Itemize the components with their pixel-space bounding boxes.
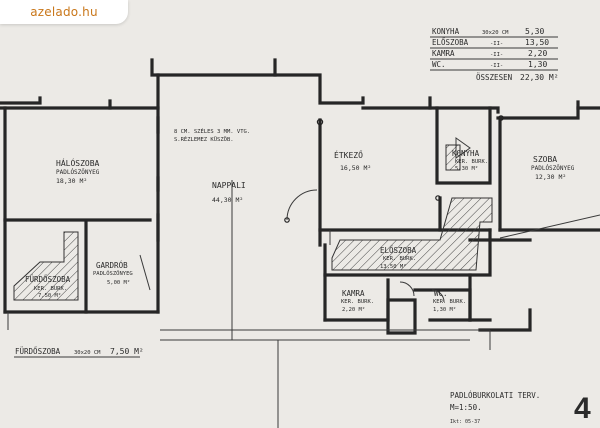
room-szoba-floor: PADLÓSZŐNYEG — [531, 165, 575, 172]
room-eloszoba-area: 13,50 M² — [380, 263, 407, 270]
watermark-badge[interactable]: azelado.hu — [0, 0, 128, 24]
room-kamra-name: KAMRA — [342, 289, 365, 298]
room-szoba-name: SZOBA — [533, 155, 557, 164]
bottom-legend: FÜRDŐSZOBA 30x20 CM 7,50 M² — [14, 347, 144, 358]
room-wc-floor: KER. BURK. — [433, 299, 466, 305]
room-eloszoba: ELŐSZOBA KER. BURK. 13,50 M² — [380, 246, 417, 270]
sheet-number: 4 — [574, 392, 591, 425]
room-haloszoba: HÁLÓSZOBA PADLÓSZŐNYEG 18,30 M² — [56, 157, 100, 185]
room-kamra-floor: KER. BURK. — [341, 299, 374, 305]
watermark-text: azelado.hu — [30, 5, 98, 19]
threshold-note-line-1: 8 CM. SZÉLES 3 MM. VTG. — [174, 127, 250, 135]
legend-row-1-size: 30x20 CM — [482, 30, 509, 36]
room-furdoszoba-floor: KER. BURK. — [34, 286, 67, 292]
room-kamra-area: 2,20 M² — [342, 306, 365, 313]
title-line-1: PADLÓBURKOLATI TERV. — [450, 391, 540, 400]
legend-row-4-size: -II- — [490, 63, 503, 69]
room-konyha-name: KONYHA — [452, 149, 480, 158]
room-konyha-floor: KER. BURK. — [455, 159, 488, 165]
bottom-legend-size: 30x20 CM — [74, 350, 101, 356]
room-furdoszoba-name: FÜRDŐSZOBA — [25, 275, 71, 284]
room-furdoszoba-area: 7,50 M² — [38, 292, 61, 299]
legend-row-2-area: 13,50 — [525, 38, 549, 47]
room-haloszoba-floor: PADLÓSZŐNYEG — [56, 169, 100, 176]
room-etkezo-name: ÉTKEZŐ — [334, 149, 363, 160]
walls — [0, 58, 600, 335]
legend-row-1-area: 5,30 — [525, 27, 544, 36]
room-szoba-area: 12,30 M² — [535, 173, 566, 181]
room-eloszoba-name: ELŐSZOBA — [380, 246, 417, 255]
legend-total-value: 22,30 M² — [520, 73, 559, 82]
room-wc-name: WC. — [434, 289, 448, 298]
room-eloszoba-floor: KER. BURK. — [383, 256, 416, 262]
room-nappali-area: 44,30 M² — [212, 196, 243, 204]
legend-row-3-size: -II- — [490, 52, 503, 58]
legend-row-4-name: WC. — [432, 60, 446, 69]
thin-lines — [7, 115, 600, 428]
room-haloszoba-name: HÁLÓSZOBA — [56, 157, 100, 168]
room-wc-area: 1,30 M² — [433, 306, 456, 313]
tiled-areas — [13, 144, 493, 301]
bottom-legend-name: FÜRDŐSZOBA — [15, 347, 61, 356]
room-konyha-area: 5,30 M² — [455, 165, 478, 172]
room-gardrob-name: GARDRÓB — [96, 261, 128, 270]
legend-row-3-area: 2,20 — [528, 49, 547, 58]
title-block: PADLÓBURKOLATI TERV. M=1:50. Ikt: 05-37 … — [450, 391, 591, 425]
legend-row-2-name: ELŐSZOBA — [432, 38, 469, 47]
legend-row-4-area: 1,30 — [528, 60, 547, 69]
room-haloszoba-area: 18,30 M² — [56, 177, 87, 185]
room-szoba: SZOBA PADLÓSZŐNYEG 12,30 M² — [531, 155, 575, 181]
room-nappali: NAPPALI 44,30 M² — [212, 181, 246, 204]
room-gardrob-area: 5,00 M² — [107, 279, 130, 286]
legend-row-1-name: KONYHA — [432, 27, 460, 36]
room-gardrob: GARDRÓB PADLÓSZŐNYEG 5,00 M² — [93, 261, 133, 286]
room-etkezo: ÉTKEZŐ 16,50 M² — [334, 149, 371, 172]
room-etkezo-area: 16,50 M² — [340, 164, 371, 172]
legend-row-2-size: -II- — [490, 41, 503, 47]
bottom-legend-area: 7,50 M² — [110, 347, 144, 356]
legend-table: KONYHA 30x20 CM 5,30 ELŐSZOBA -II- 13,50… — [430, 27, 559, 82]
room-nappali-name: NAPPALI — [212, 181, 246, 190]
title-line-2: M=1:50. — [450, 403, 482, 412]
legend-row-3-name: KAMRA — [432, 49, 455, 58]
room-gardrob-floor: PADLÓSZŐNYEG — [93, 270, 133, 277]
threshold-note-line-2: S.RÉZLEMEZ KÜSZÖB. — [174, 135, 234, 143]
legend-total-label: ÖSSZESEN — [476, 73, 512, 82]
threshold-note: 8 CM. SZÉLES 3 MM. VTG. S.RÉZLEMEZ KÜSZÖ… — [174, 127, 250, 143]
room-kamra: KAMRA KER. BURK. 2,20 M² — [341, 289, 374, 313]
room-wc: WC. KER. BURK. 1,30 M² — [433, 289, 466, 313]
room-konyha: KONYHA KER. BURK. 5,30 M² — [452, 149, 488, 172]
title-code: Ikt: 05-37 — [450, 419, 480, 425]
room-furdoszoba: FÜRDŐSZOBA KER. BURK. 7,50 M² — [25, 275, 71, 299]
